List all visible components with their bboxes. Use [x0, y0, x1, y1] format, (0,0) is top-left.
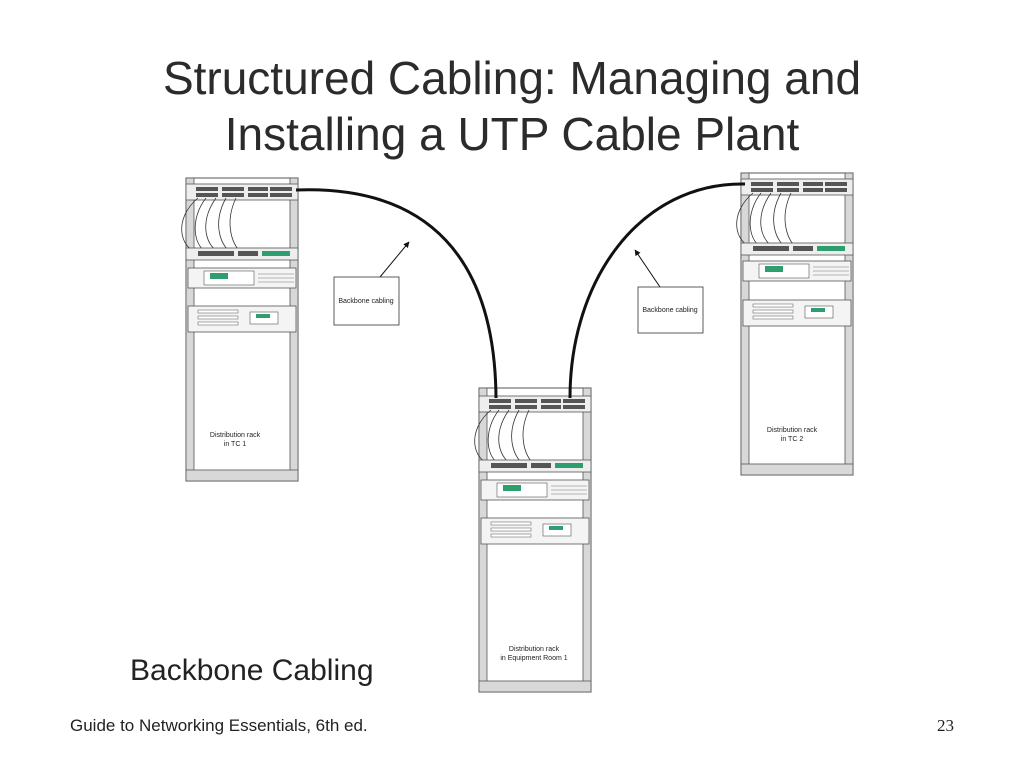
router-unit [742, 260, 852, 282]
server-unit [187, 305, 297, 333]
patch-panel [478, 395, 592, 413]
rack-tc1: Distribution rack in TC 1 [181, 177, 299, 482]
callout-right-text: Backbone cabling [642, 307, 697, 314]
footer-source: Guide to Networking Essentials, 6th ed. [70, 716, 368, 735]
rack-er1: Distribution rack in Equipment Room 1 [474, 387, 592, 693]
callout-left: Backbone cabling [333, 241, 410, 326]
rack-tc1-label-line2: in TC 1 [224, 441, 247, 448]
rack-tc2: Distribution rack in TC 2 [736, 172, 854, 476]
callout-left-text: Backbone cabling [338, 298, 393, 305]
title-line-1: Structured Cabling: Managing and [162, 52, 862, 104]
slide-title: Structured Cabling: Managing and Install… [0, 50, 1024, 162]
patch-panel [740, 178, 854, 196]
switch [740, 242, 854, 256]
page-number: 23 [937, 716, 954, 735]
backbone-cable-left [295, 188, 498, 399]
rack-tc2-label-line1: Distribution rack [767, 427, 818, 434]
backbone-cable-right [568, 182, 746, 399]
rack-tc1-label-line1: Distribution rack [210, 432, 261, 439]
server-unit [480, 517, 590, 545]
server-unit [742, 299, 852, 327]
rack-er1-label-line2: in Equipment Room 1 [500, 655, 567, 662]
switch [185, 247, 299, 261]
rack-tc2-label-line2: in TC 2 [781, 436, 804, 443]
rack-er1-label-line1: Distribution rack [509, 646, 560, 653]
title-line-2: Installing a UTP Cable Plant [224, 108, 800, 160]
callout-right: Backbone cabling [634, 249, 704, 334]
router-unit [187, 267, 297, 289]
switch [478, 459, 592, 473]
diagram-caption: Backbone Cabling [130, 654, 374, 687]
patch-panel [185, 183, 299, 201]
router-unit [480, 479, 590, 501]
